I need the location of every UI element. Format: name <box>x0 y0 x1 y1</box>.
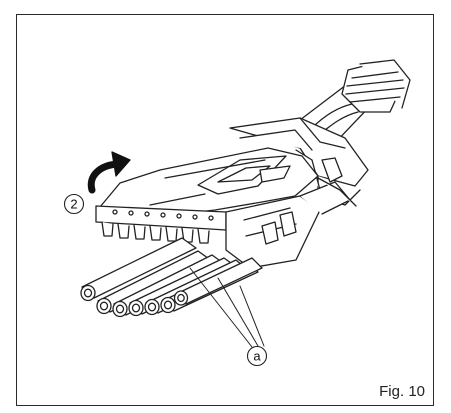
comb-row <box>95 205 227 244</box>
lower-housing <box>225 177 357 269</box>
contact-pins <box>80 237 263 318</box>
callout-a-leaders <box>189 267 265 348</box>
svg-text:2: 2 <box>70 197 77 212</box>
callout-a: a <box>246 345 268 367</box>
locking-lever <box>99 147 319 221</box>
svg-text:a: a <box>253 349 261 364</box>
figure-label: Fig. 10 <box>379 383 425 400</box>
rotation-arrow <box>87 151 131 194</box>
callout-step-2: 2 <box>63 193 85 215</box>
